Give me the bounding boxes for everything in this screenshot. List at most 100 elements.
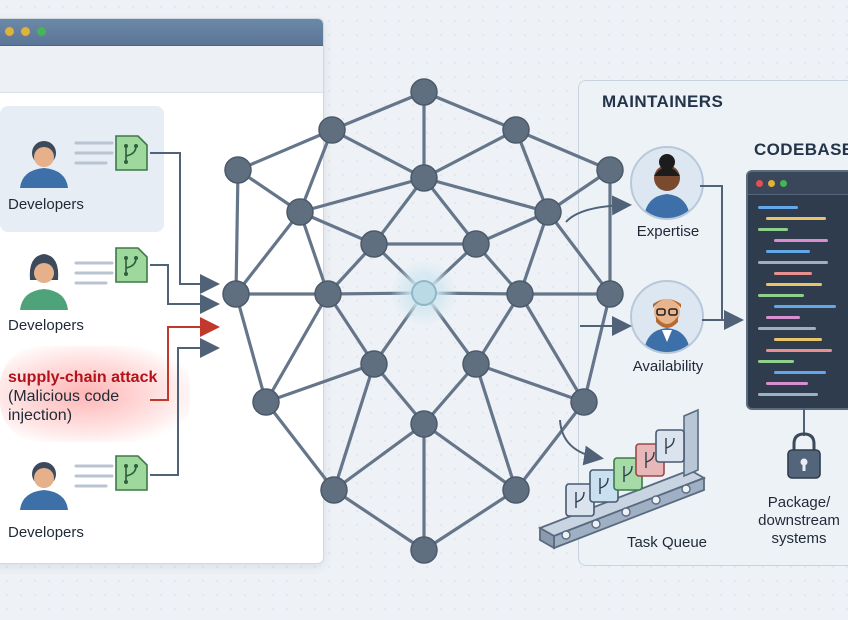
expertise-label: Expertise xyxy=(636,223,700,240)
input-arrows xyxy=(150,152,220,476)
codebase-title: CODEBASE xyxy=(754,140,848,159)
network-edge xyxy=(234,169,240,295)
network-edge xyxy=(326,293,376,365)
window-control-green[interactable] xyxy=(37,27,46,36)
git-branch-file-icon-1 xyxy=(115,135,148,171)
attack-highlight xyxy=(0,346,190,442)
network-node xyxy=(222,280,250,308)
code-line xyxy=(758,294,804,297)
network-edge xyxy=(234,293,268,403)
code-line xyxy=(758,360,794,363)
queue-arrow xyxy=(559,419,604,466)
network-node xyxy=(410,536,438,564)
network-edge xyxy=(515,128,611,172)
network-node xyxy=(410,410,438,438)
network-edge xyxy=(299,176,425,214)
code-line xyxy=(774,338,822,341)
network-node xyxy=(360,230,388,258)
network-edge xyxy=(264,401,336,491)
developer-icon-1 xyxy=(20,141,68,188)
task-queue-label: Task Queue xyxy=(626,534,708,551)
network-edge xyxy=(518,211,550,295)
availability-label: Availability xyxy=(632,358,704,375)
editor-titlebar xyxy=(748,172,848,195)
output-arrows xyxy=(565,185,744,336)
window-toolbar xyxy=(0,46,323,93)
network-edge xyxy=(518,293,586,403)
network-edge xyxy=(546,211,612,295)
maintainer-avatar-availability xyxy=(630,280,704,354)
editor-dot-red xyxy=(756,180,763,187)
network-edge xyxy=(422,177,478,245)
shield-network xyxy=(222,78,624,564)
network-edge xyxy=(475,362,585,404)
network-node xyxy=(462,350,490,378)
code-line xyxy=(774,371,826,374)
code-line xyxy=(758,228,788,231)
code-line xyxy=(766,349,832,352)
network-node xyxy=(286,198,314,226)
network-edge xyxy=(423,488,517,552)
network-node xyxy=(314,280,342,308)
person-icon xyxy=(644,154,690,218)
network-edge xyxy=(298,211,330,295)
editor-dot-green xyxy=(780,180,787,187)
network-node xyxy=(534,198,562,226)
network-node xyxy=(502,116,530,144)
network-node xyxy=(506,280,534,308)
code-line xyxy=(766,382,808,385)
network-node xyxy=(570,388,598,416)
network-edge xyxy=(298,129,334,213)
network-node xyxy=(596,156,624,184)
network-edge xyxy=(237,128,333,172)
network-edge xyxy=(333,488,425,552)
queued-file-icons xyxy=(565,429,685,517)
developer-lines xyxy=(74,141,114,488)
network-edge xyxy=(423,422,517,492)
code-editor xyxy=(746,170,848,410)
network-edge xyxy=(331,128,425,180)
network-edge xyxy=(423,128,517,180)
code-line xyxy=(758,393,818,396)
lock-icon xyxy=(787,408,821,479)
code-line xyxy=(766,283,822,286)
network-edge xyxy=(333,422,425,492)
window-control-yellow[interactable] xyxy=(5,27,14,36)
network-node xyxy=(410,164,438,192)
attack-arrow xyxy=(150,317,220,401)
attack-detail: (Malicious code injection) xyxy=(8,388,120,424)
network-edge xyxy=(265,362,375,404)
network-node xyxy=(462,230,490,258)
network-edge xyxy=(423,90,517,132)
code-line xyxy=(774,239,828,242)
code-line xyxy=(758,261,828,264)
network-node xyxy=(320,476,348,504)
code-line xyxy=(774,305,836,308)
package-label-line2: downstream xyxy=(758,512,840,529)
git-branch-file-icon-2 xyxy=(115,247,148,283)
network-edge xyxy=(423,176,549,214)
network-edge xyxy=(372,177,426,245)
network-node xyxy=(502,476,530,504)
code-line xyxy=(766,250,810,253)
network-edge xyxy=(331,90,425,132)
code-line xyxy=(758,327,816,330)
editor-dot-yellow xyxy=(768,180,775,187)
attack-title: supply-chain attack xyxy=(8,369,158,386)
network-node xyxy=(410,78,438,106)
network-node xyxy=(224,156,252,184)
window-control-yellow-2[interactable] xyxy=(21,27,30,36)
network-edge xyxy=(514,401,586,491)
maintainers-title: MAINTAINERS xyxy=(602,92,724,111)
network-edge xyxy=(474,363,518,491)
network-core-node xyxy=(411,280,437,306)
developer-label-1: Developers xyxy=(8,196,84,213)
person-icon-glasses xyxy=(644,299,690,352)
network-edge xyxy=(514,129,550,213)
package-label: Package/ downstream systems xyxy=(750,494,848,548)
git-branch-file-icon-3 xyxy=(115,455,148,491)
code-line xyxy=(766,217,826,220)
package-label-line1: Package/ xyxy=(767,494,831,511)
network-node xyxy=(318,116,346,144)
